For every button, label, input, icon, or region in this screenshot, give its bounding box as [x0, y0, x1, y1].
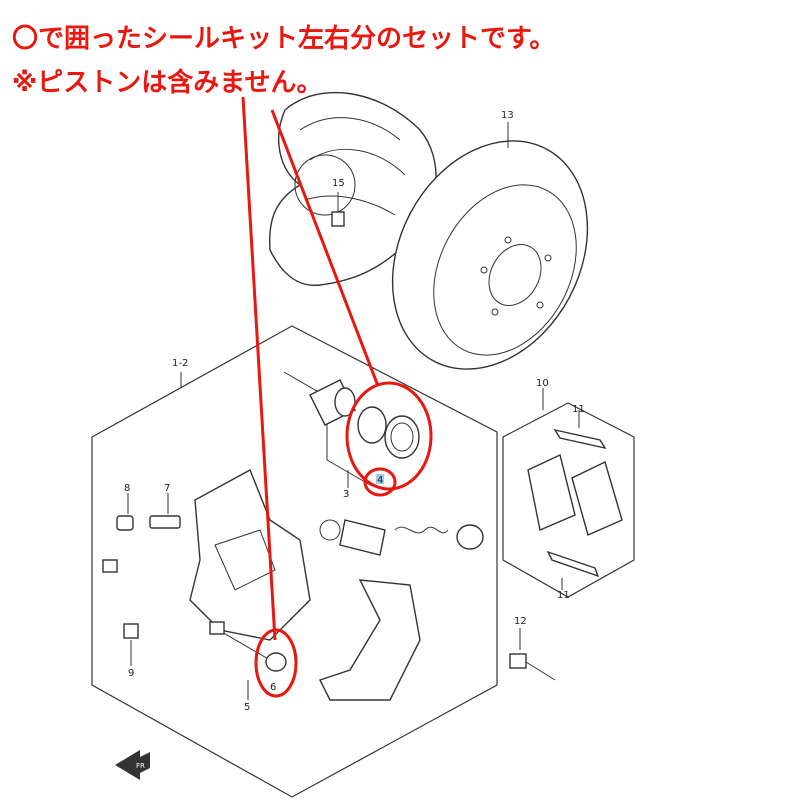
label-8: 8: [124, 483, 130, 494]
label-15: 15: [332, 178, 345, 189]
label-5: 5: [244, 702, 250, 713]
seal-circle-small: [363, 467, 397, 497]
caliper-body: [189, 469, 484, 641]
caption-line-2: ※ピストンは含みません。: [12, 68, 323, 98]
bolt-15: 15: [331, 178, 345, 227]
bushing-circle: [254, 628, 298, 698]
label-10: 10: [536, 378, 549, 389]
label-7: 7: [164, 483, 170, 494]
front-arrow: FR: [115, 750, 150, 780]
bleeder-parts: 8 7: [116, 483, 181, 531]
label-1-2: 1-2: [172, 358, 188, 369]
label-6: 6: [270, 682, 276, 693]
pad-set-box: 10 11 11: [502, 378, 635, 601]
caption-line-1: 〇で囲ったシールキット左右分のセットです。: [12, 24, 556, 54]
label-4: 4: [377, 475, 383, 486]
front-mark: FR: [136, 762, 145, 770]
label-12: 12: [514, 616, 527, 627]
bolt-9: 9: [102, 559, 139, 679]
label-9: 9: [128, 668, 134, 679]
highlight-annotations: [241, 96, 433, 698]
seal-kit-circle: [345, 381, 433, 491]
piston-group: 3 4: [283, 371, 420, 500]
bolt-12: 12: [509, 616, 556, 681]
caliper-assembly-box: 1-2: [91, 325, 498, 798]
label-11-top: 11: [572, 404, 585, 415]
label-3: 3: [343, 489, 349, 500]
brake-disc: 13: [391, 110, 589, 370]
bracket: 5 6: [209, 579, 421, 713]
label-11-bottom: 11: [557, 590, 570, 601]
label-13: 13: [501, 110, 514, 121]
